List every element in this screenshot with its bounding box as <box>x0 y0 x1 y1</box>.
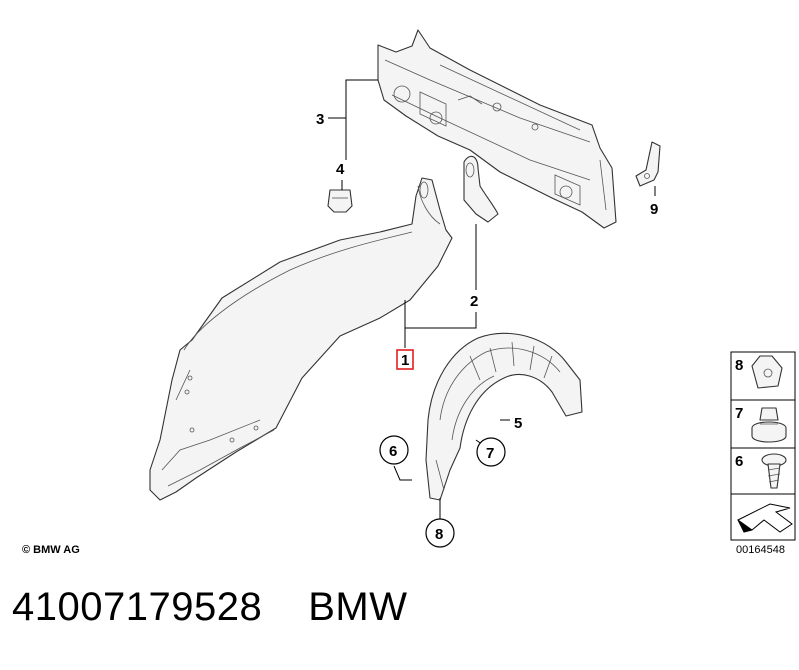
direction-arrow-icon <box>737 503 793 533</box>
legend-num-6: 6 <box>735 453 743 470</box>
rear-panel-part[interactable] <box>377 29 617 229</box>
callout-7: 7 <box>486 445 494 462</box>
callout-5: 5 <box>514 415 522 432</box>
leader-lines <box>328 79 656 520</box>
legend-num-7: 7 <box>735 405 743 422</box>
callout-1-label: 1 <box>401 352 409 369</box>
grommet-part[interactable] <box>327 189 353 213</box>
inner-panel-piece-part[interactable] <box>463 155 499 223</box>
callout-1[interactable]: 1 <box>396 349 414 370</box>
screw-icon[interactable] <box>761 453 787 489</box>
part-number: 41007179528 <box>12 585 263 629</box>
bracket-part[interactable] <box>635 141 661 187</box>
callout-8-circle: 8 <box>425 518 455 548</box>
callout-4: 4 <box>336 161 345 178</box>
expanding-nut-icon[interactable] <box>751 407 787 443</box>
callout-7-circle: 7 <box>476 437 506 467</box>
hardware-legend: 8 7 6 <box>730 351 796 541</box>
brand-label: BMW <box>308 585 408 629</box>
diagram-id-label: 00164548 <box>736 544 785 556</box>
callout-2: 2 <box>470 293 478 310</box>
wheel-arch-cover-part[interactable] <box>425 332 583 501</box>
callout-1-highlight-box <box>396 349 414 370</box>
clip-nut-icon[interactable] <box>751 355 783 389</box>
callout-3: 3 <box>316 111 324 128</box>
legend-num-8: 8 <box>735 357 743 374</box>
callout-6-circle: 6 <box>379 435 409 465</box>
callout-9: 9 <box>650 201 658 218</box>
copyright-label: © BMW AG <box>22 544 80 556</box>
side-panel-part[interactable] <box>149 177 453 501</box>
callout-6: 6 <box>389 443 397 460</box>
part-number-line: 41007179528 BMW <box>12 585 407 630</box>
callout-8: 8 <box>435 526 443 543</box>
